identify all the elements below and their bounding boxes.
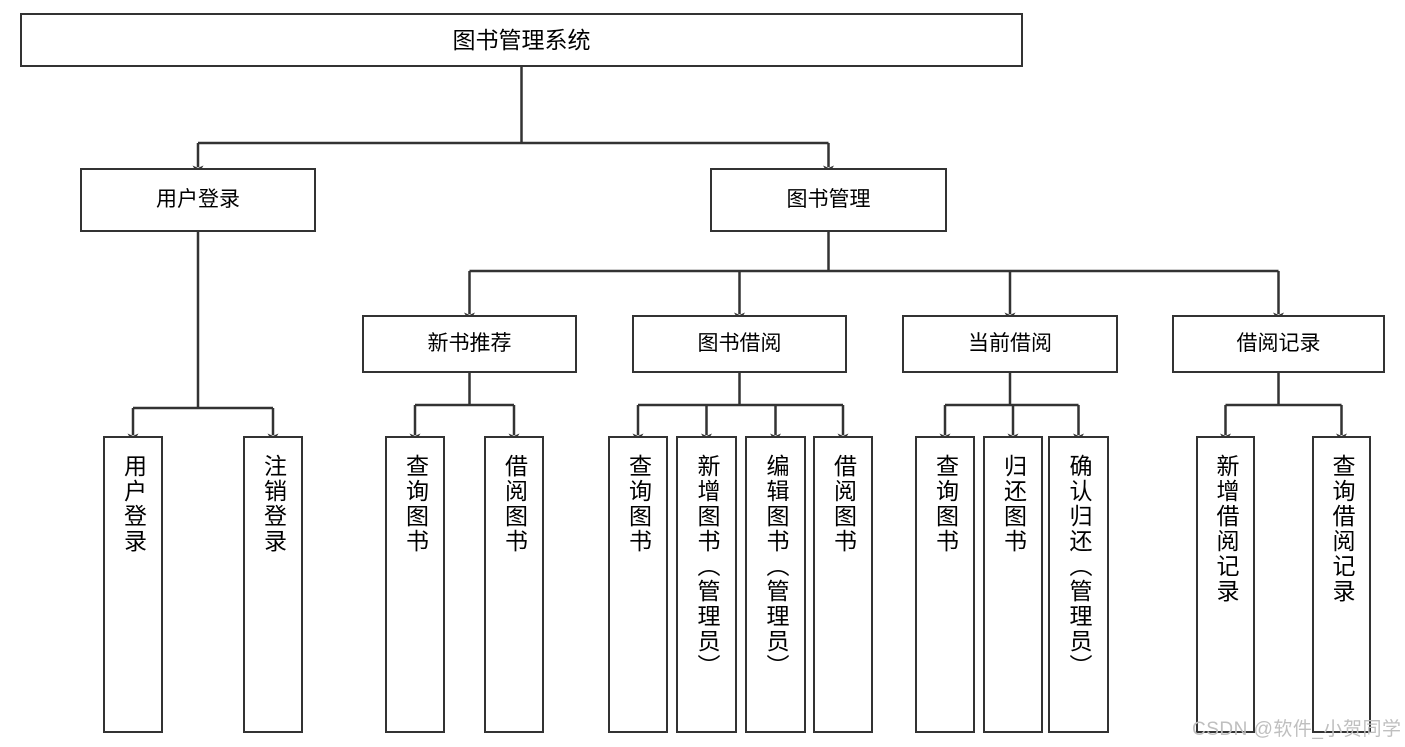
watermark-text: CSDN @软件_小贺同学 xyxy=(1192,719,1402,740)
node-l4[interactable]: 借阅图书 xyxy=(484,436,544,733)
node-label: 查询借阅记录 xyxy=(1329,454,1355,604)
node-borrow[interactable]: 图书借阅 xyxy=(632,315,847,373)
node-root[interactable]: 图书管理系统 xyxy=(20,13,1023,67)
node-l6[interactable]: 新增图书（管理员） xyxy=(676,436,737,733)
node-l12[interactable]: 新增借阅记录 xyxy=(1196,436,1255,733)
node-l2[interactable]: 注销登录 xyxy=(243,436,303,733)
node-l8[interactable]: 借阅图书 xyxy=(813,436,873,733)
node-newbook[interactable]: 新书推荐 xyxy=(362,315,577,373)
node-label: 用户登录 xyxy=(120,454,147,554)
node-l11[interactable]: 确认归还（管理员） xyxy=(1048,436,1109,733)
node-label: 编辑图书（管理员） xyxy=(763,454,789,679)
node-records[interactable]: 借阅记录 xyxy=(1172,315,1385,373)
node-l10[interactable]: 归还图书 xyxy=(983,436,1043,733)
node-label: 借阅图书 xyxy=(830,454,857,554)
node-label: 注销登录 xyxy=(260,454,287,554)
node-label: 查询图书 xyxy=(625,454,652,554)
node-label: 用户登录 xyxy=(156,187,240,211)
node-label: 借阅记录 xyxy=(1236,331,1321,355)
node-l5[interactable]: 查询图书 xyxy=(608,436,668,733)
node-l1[interactable]: 用户登录 xyxy=(103,436,163,733)
node-login[interactable]: 用户登录 xyxy=(80,168,316,232)
node-label: 新增图书（管理员） xyxy=(694,454,720,679)
node-label: 归还图书 xyxy=(1000,454,1027,554)
node-label: 新增借阅记录 xyxy=(1213,454,1239,604)
node-label: 图书借阅 xyxy=(697,331,782,355)
node-l13[interactable]: 查询借阅记录 xyxy=(1312,436,1371,733)
node-label: 新书推荐 xyxy=(427,331,512,355)
node-current[interactable]: 当前借阅 xyxy=(902,315,1118,373)
edges xyxy=(127,67,1347,443)
node-l3[interactable]: 查询图书 xyxy=(385,436,445,733)
node-label: 查询图书 xyxy=(402,454,429,554)
node-bookmgmt[interactable]: 图书管理 xyxy=(710,168,947,232)
node-label: 确认归还（管理员） xyxy=(1066,454,1092,679)
node-l9[interactable]: 查询图书 xyxy=(915,436,975,733)
node-l7[interactable]: 编辑图书（管理员） xyxy=(745,436,806,733)
node-label: 图书管理系统 xyxy=(452,26,591,53)
node-label: 查询图书 xyxy=(932,454,959,554)
node-label: 图书管理 xyxy=(786,187,871,211)
node-label: 借阅图书 xyxy=(501,454,528,554)
node-label: 当前借阅 xyxy=(968,331,1052,355)
